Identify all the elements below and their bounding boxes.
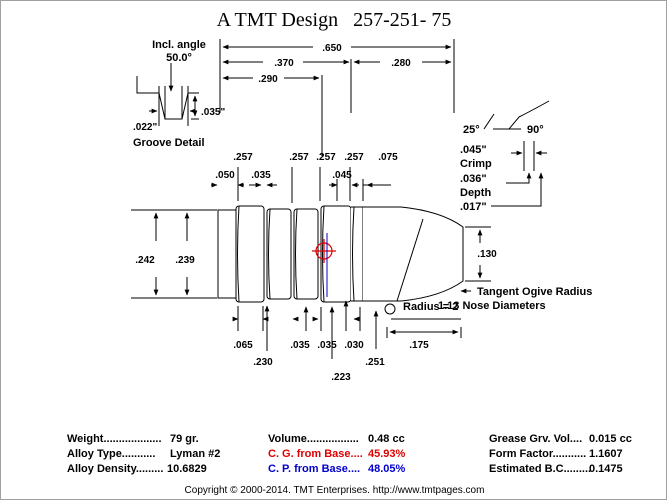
- stats-row-cg: C. G. from Base.... 45.93%: [268, 447, 405, 462]
- crimp-label: Crimp: [460, 158, 492, 170]
- cp-key: C. P. from Base....: [268, 463, 361, 475]
- dim-035-top: .035: [251, 170, 271, 181]
- dim-251: .251: [365, 357, 385, 368]
- crimp-depth-label: Depth: [460, 187, 491, 199]
- dim-370: .370: [274, 58, 294, 69]
- groove-detail-caption: Groove Detail: [133, 137, 205, 149]
- grease-value: 0.015 cc: [589, 433, 632, 445]
- bc-value: 0.1475: [589, 463, 623, 475]
- crimp-depth-value: .036": [460, 173, 487, 185]
- dim-030: .030: [344, 340, 364, 351]
- crimp-angle-90: 90°: [527, 124, 544, 136]
- groove-angle-value: 50.0°: [166, 52, 192, 64]
- groove-detail: [136, 63, 199, 126]
- crimp-angle-25: 25°: [463, 124, 480, 136]
- band-dims-top: [211, 167, 391, 203]
- alloy-type-key: Alloy Type...........: [67, 448, 156, 460]
- dim-overall-length: .650: [322, 43, 342, 54]
- ogive-pointer: [397, 288, 471, 320]
- bullet-profile: [217, 205, 464, 315]
- dim-257-c: .257: [316, 152, 336, 163]
- alloy-density-key: Alloy Density.........: [67, 463, 164, 475]
- volume-key: Volume.................: [268, 433, 359, 445]
- dim-130: .130: [477, 249, 497, 260]
- top-length-dims: [219, 39, 455, 156]
- dim-230: .230: [253, 357, 273, 368]
- groove-angle-label: Incl. angle: [152, 39, 206, 51]
- dim-242: .242: [135, 255, 155, 266]
- dim-239: .239: [175, 255, 195, 266]
- dim-290: .290: [258, 74, 278, 85]
- dim-257-a: .257: [233, 152, 253, 163]
- cg-key: C. G. from Base....: [268, 448, 363, 460]
- crimp-width: .045": [460, 144, 487, 156]
- stats-right: Grease Grv. Vol.... 0.015 cc Form Factor.…: [489, 432, 632, 477]
- cg-value: 45.93%: [368, 448, 406, 460]
- stats-row-weight: Weight................... 79 gr.: [67, 432, 220, 447]
- form-factor-value: 1.1607: [589, 448, 623, 460]
- cp-value: 48.05%: [368, 463, 406, 475]
- stats-row-alloy-density: Alloy Density.........10.6829: [67, 462, 220, 477]
- alloy-type-value: Lyman #2: [170, 448, 221, 460]
- dim-050: .050: [215, 170, 235, 181]
- dim-257-d: .257: [344, 152, 364, 163]
- bc-key: Estimated B.C.........: [489, 463, 592, 475]
- diameter-dims: [131, 209, 491, 299]
- stats-row-grease: Grease Grv. Vol.... 0.015 cc: [489, 432, 632, 447]
- dim-035-b1: .035: [290, 340, 310, 351]
- volume-value: 0.48 cc: [368, 433, 405, 445]
- stats-row-bc: Estimated B.C.........0.1475: [489, 462, 632, 477]
- dim-groove-depth: .035": [201, 107, 225, 118]
- crimp-extra: .017": [460, 201, 487, 213]
- stats-left: Weight................... 79 gr. Alloy Ty…: [67, 432, 220, 477]
- dim-280: .280: [391, 58, 411, 69]
- dim-045: .045: [332, 170, 352, 181]
- ogive-radius: Radius = 2: [403, 301, 458, 313]
- stats-row-cp: C. P. from Base.... 48.05%: [268, 462, 405, 477]
- dim-175: .175: [409, 340, 429, 351]
- design-title: A TMT Design 257-251- 75: [217, 9, 452, 31]
- weight-value: 79 gr.: [170, 433, 199, 445]
- crimp-detail: [483, 100, 550, 207]
- grease-key: Grease Grv. Vol....: [489, 433, 583, 445]
- stats-row-volume: Volume................. 0.48 cc: [268, 432, 405, 447]
- dim-075: .075: [378, 152, 398, 163]
- form-factor-key: Form Factor...........: [489, 448, 587, 460]
- alloy-density-value: 10.6829: [167, 463, 207, 475]
- ogive-line1: Tangent Ogive Radius: [477, 286, 592, 298]
- dim-223: .223: [331, 372, 351, 383]
- ogive-line2: 1.13 Nose Diameters: [438, 300, 546, 312]
- dim-065: .065: [233, 340, 253, 351]
- weight-key: Weight...................: [67, 433, 162, 445]
- dim-groove-width: .022": [133, 122, 157, 133]
- stats-row-form-factor: Form Factor...........1.1607: [489, 447, 632, 462]
- stats-row-alloy-type: Alloy Type........... Lyman #2: [67, 447, 220, 462]
- copyright-footer: Copyright © 2000-2014. TMT Enterprises. …: [184, 485, 485, 496]
- cg-cp-marker: [312, 233, 336, 297]
- dim-257-b: .257: [289, 152, 309, 163]
- band-dims-bottom: [232, 300, 462, 359]
- dim-035-b2: .035: [317, 340, 337, 351]
- stats-mid: Volume................. 0.48 cc C. G. fro…: [268, 432, 405, 477]
